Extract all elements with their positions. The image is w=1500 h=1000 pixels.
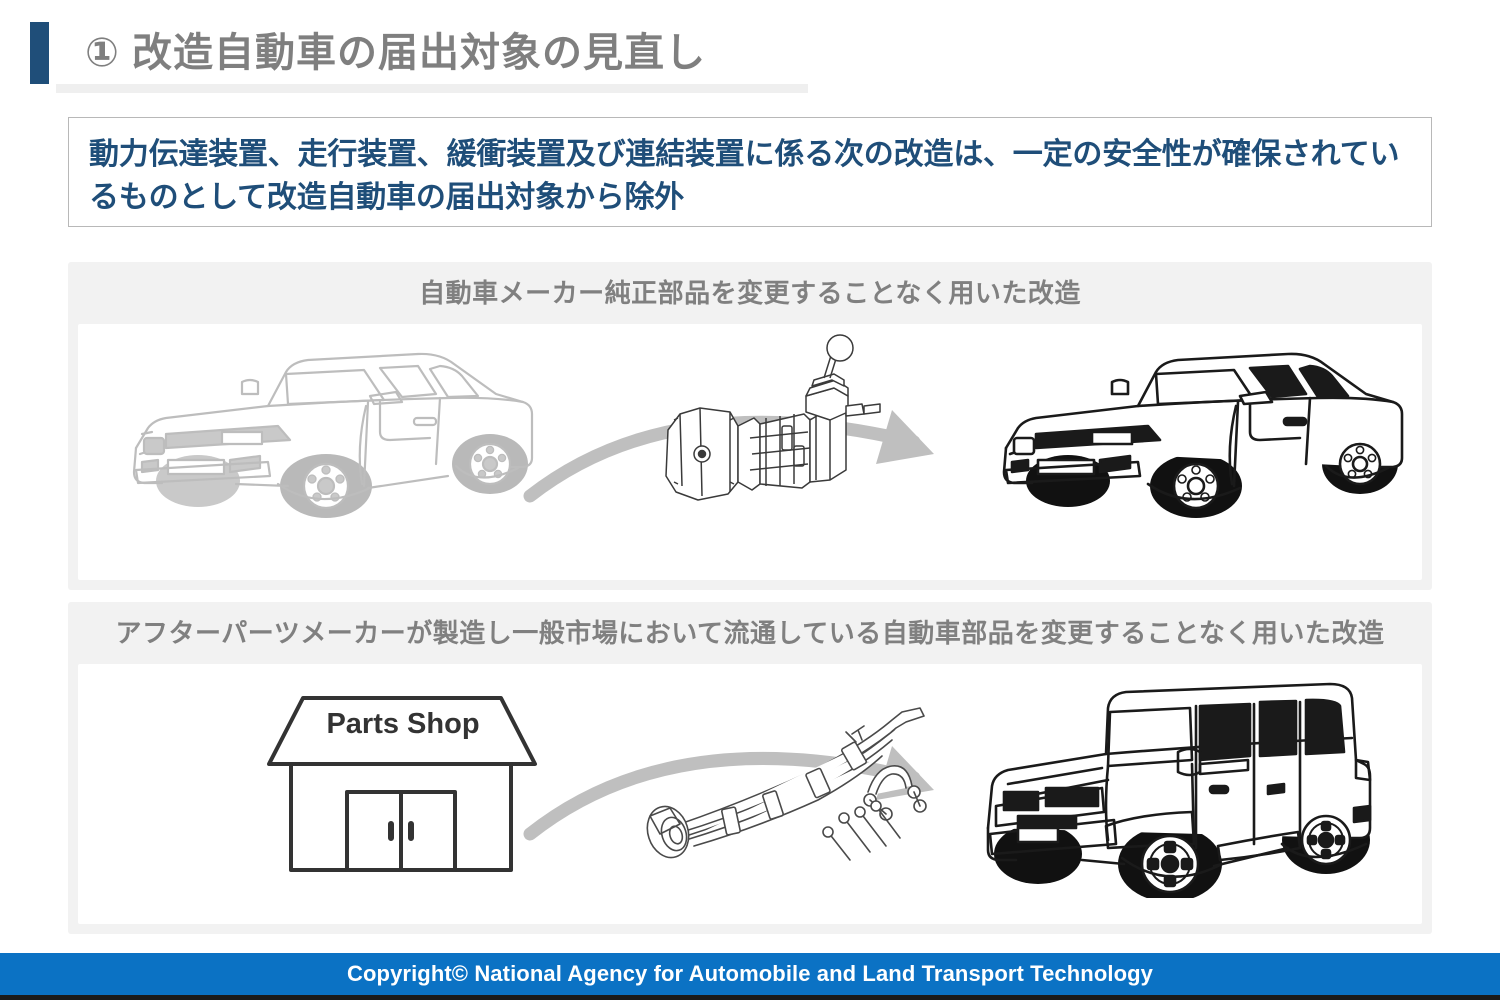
section-body-oem-parts bbox=[78, 324, 1422, 580]
parts-shop-illustration: Parts Shop bbox=[263, 688, 543, 878]
footer-bottom-edge bbox=[0, 995, 1500, 1000]
parts-shop-sign-text: Parts Shop bbox=[326, 708, 480, 740]
manual-transmission-illustration bbox=[665, 334, 881, 501]
section-body-aftermarket-parts: Parts Shop bbox=[78, 664, 1422, 924]
suv-car-after-illustration bbox=[986, 682, 1372, 898]
coupe-car-after-illustration bbox=[1002, 352, 1404, 518]
section-heading-oem-parts: 自動車メーカー純正部品を変更することなく用いた改造 bbox=[419, 278, 1081, 308]
leaf-spring-suspension-illustration bbox=[646, 707, 927, 861]
lead-statement-text: 動力伝達装置、走行装置、緩衝装置及び連結装置に係る次の改造は、一定の安全性が確保… bbox=[89, 138, 1400, 214]
section-panel-oem-parts: 自動車メーカー純正部品を変更することなく用いた改造 bbox=[68, 262, 1432, 590]
slide-title-row: ① 改造自動車の届出対象の見直し bbox=[30, 22, 1470, 84]
page-title: ① 改造自動車の届出対象の見直し bbox=[85, 31, 706, 75]
section-panel-aftermarket-parts: アフターパーツメーカーが製造し一般市場において流通している自動車部品を変更するこ… bbox=[68, 602, 1432, 934]
footer-bar: Copyright© National Agency for Automobil… bbox=[0, 953, 1500, 995]
title-accent-bar bbox=[30, 22, 49, 84]
title-underline-rule bbox=[56, 84, 808, 93]
footer-copyright-text: Copyright© National Agency for Automobil… bbox=[347, 961, 1153, 986]
section-heading-aftermarket-parts: アフターパーツメーカーが製造し一般市場において流通している自動車部品を変更するこ… bbox=[115, 618, 1385, 648]
lead-statement-box: 動力伝達装置、走行装置、緩衝装置及び連結装置に係る次の改造は、一定の安全性が確保… bbox=[68, 117, 1432, 227]
coupe-car-before-illustration bbox=[132, 352, 534, 518]
